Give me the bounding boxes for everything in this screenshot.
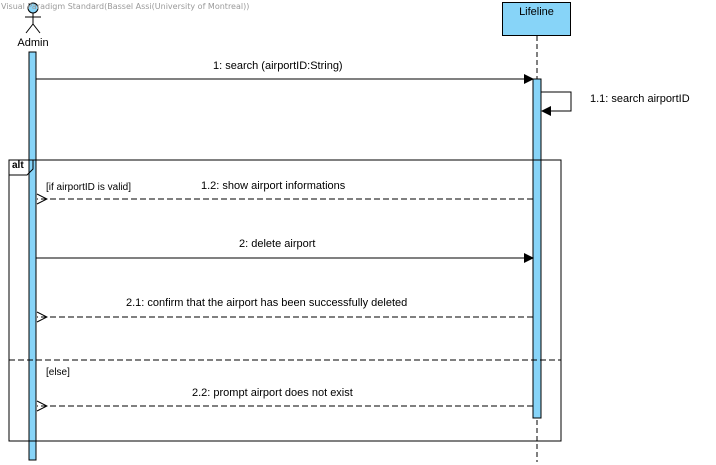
message-2-1-label: 2.1: confirm that the airport has been s…: [126, 297, 408, 309]
message-2-label: 2: delete airport: [239, 238, 316, 250]
admin-actor-icon: [25, 2, 41, 34]
lifeline-activation-bar: [532, 78, 542, 419]
guard-else: [else]: [46, 367, 70, 378]
alt-fragment-label: alt: [12, 160, 24, 171]
message-2-2-label: 2.2: prompt airport does not exist: [192, 387, 353, 399]
message-1-1-label: 1.1: search airportID: [590, 93, 690, 105]
lifeline-header: Lifeline: [502, 2, 571, 36]
alt-fragment-frame: [8, 159, 562, 442]
admin-activation-bar: [28, 51, 37, 461]
guard-valid: [if airportID is valid]: [46, 182, 132, 193]
actor-label: Admin: [17, 37, 49, 49]
watermark-text: Visual Paradigm Standard(Bassel Assi(Uni…: [1, 2, 250, 11]
message-1-1-self-arrow: [541, 91, 572, 116]
alt-fragment-tab: [9, 160, 34, 176]
message-1-2-label: 1.2: show airport informations: [201, 180, 346, 192]
message-1-label: 1: search (airportID:String): [213, 60, 343, 72]
